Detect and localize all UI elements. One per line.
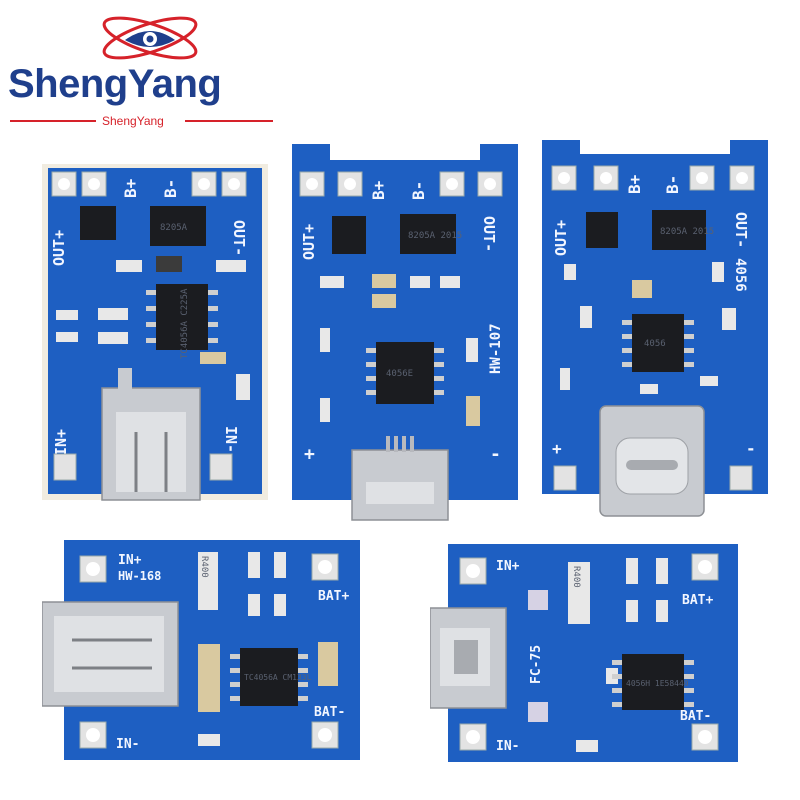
- board-3-label-outplus: OUT+: [552, 220, 570, 256]
- board-5-resistor-label: R400: [571, 566, 581, 588]
- board-2: B+ B- OUT+ OUT- 8205A 2015 HW-107 4056E …: [292, 144, 518, 521]
- board-5-label-inminus: IN-: [496, 739, 519, 754]
- brand-divider-left: [10, 120, 96, 122]
- board-2-protect-chip: [400, 214, 456, 254]
- board-4-label-inplus: IN+: [118, 553, 142, 568]
- board-1: B+ B- OUT+ OUT- 8205A TC4056A C225A IN+ …: [42, 164, 268, 501]
- board-5: IN+ BAT+ BAT- IN- FC-75 R400 4056H 1E584…: [430, 544, 738, 762]
- board-1-dw01-chip: [80, 206, 116, 240]
- board-2-dw01-chip: [332, 216, 366, 254]
- brand-logo: ShengYang ShengYang: [0, 0, 290, 140]
- board-5-label-batplus: BAT+: [682, 593, 713, 608]
- board-2-label-outplus: OUT+: [300, 224, 318, 260]
- board-4-label-inminus: IN-: [116, 737, 139, 752]
- board-4-resistor-label: R400: [199, 556, 209, 578]
- board-1-main-chip: [156, 284, 208, 350]
- board-4-model: HW-168: [118, 569, 161, 583]
- board-3-label-bminus: B-: [663, 175, 682, 194]
- board-4-main-chip: [240, 648, 298, 706]
- board-2-label-bplus: B+: [369, 180, 388, 200]
- board-2-label-plus: +: [304, 444, 315, 465]
- board-4-label-batplus: BAT+: [318, 589, 349, 604]
- board-5-label-inplus: IN+: [496, 559, 520, 574]
- board-3-model: 4056: [732, 258, 748, 292]
- board-1-protect-chip-label: 8205A: [160, 223, 188, 233]
- board-1-label-inminus: IN-: [222, 426, 240, 453]
- board-4: IN+ HW-168 BAT+ BAT- IN- R400 TC4056A CM…: [42, 540, 360, 760]
- board-5-main-chip: [622, 654, 684, 710]
- board-5-label-batminus: BAT-: [680, 709, 711, 724]
- board-1-label-outplus: OUT+: [50, 230, 68, 266]
- board-2-label-outminus: OUT-: [480, 216, 498, 252]
- board-1-label-inplus: IN+: [52, 429, 70, 456]
- board-2-label-bminus: B-: [409, 181, 428, 200]
- board-3-label-minus: -: [746, 439, 756, 458]
- eye-logo-icon: [102, 16, 198, 60]
- board-3-main-chip: [632, 314, 684, 372]
- board-3-protect-chip: [652, 210, 706, 250]
- board-3-dw01-chip: [586, 212, 618, 248]
- board-3: B+ B- OUT+ OUT- 8205A 2015 4056 4056 + -: [542, 140, 768, 517]
- brand-name: ShengYang: [8, 62, 222, 106]
- brand-subtitle: ShengYang: [98, 114, 168, 128]
- board-1-label-bminus: B-: [161, 179, 180, 198]
- brand-divider-right: [185, 120, 273, 122]
- board-3-label-outminus: OUT-: [732, 212, 750, 248]
- board-3-label-bplus: B+: [625, 174, 644, 194]
- board-1-main-chip-label: TC4056A C225A: [180, 288, 190, 359]
- board-4-main-chip-label: TC4056A CM133L: [244, 673, 312, 682]
- board-4-label-batminus: BAT-: [314, 705, 345, 720]
- board-5-model: FC-75: [529, 645, 544, 684]
- board-2-protect-chip-label: 8205A 2015: [408, 231, 462, 241]
- board-3-protect-chip-label: 8205A 2015: [660, 227, 714, 237]
- board-2-main-chip-label: 4056E: [386, 369, 413, 379]
- board-1-label-bplus: B+: [121, 178, 140, 198]
- board-5-main-chip-label: 4056H 1E58440: [626, 679, 689, 688]
- board-1-label-outminus: OUT-: [230, 220, 248, 256]
- board-2-main-chip: [376, 342, 434, 404]
- board-1-protect-chip: [150, 206, 206, 246]
- board-2-model: HW-107: [488, 323, 504, 374]
- board-3-main-chip-label: 4056: [644, 339, 666, 349]
- board-2-label-minus: -: [490, 444, 501, 465]
- board-3-label-plus: +: [552, 439, 562, 458]
